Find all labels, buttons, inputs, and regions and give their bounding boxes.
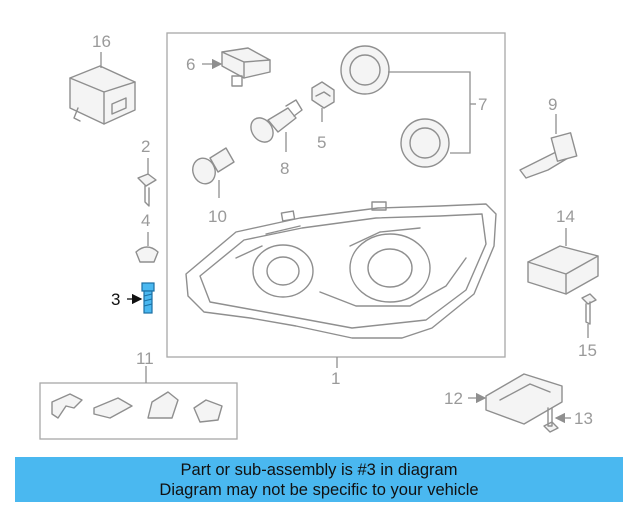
- svg-text:6: 6: [186, 55, 195, 74]
- callout-3[interactable]: 3: [111, 290, 143, 309]
- svg-text:1: 1: [331, 369, 340, 388]
- part-16-control-module[interactable]: 16: [69, 32, 136, 125]
- svg-text:10: 10: [208, 207, 227, 226]
- part-8-bulb[interactable]: 8: [246, 99, 303, 178]
- callout-1[interactable]: 1: [331, 357, 340, 388]
- svg-text:16: 16: [92, 32, 111, 51]
- callout-11[interactable]: 11: [136, 349, 154, 368]
- svg-text:14: 14: [556, 207, 575, 226]
- svg-text:8: 8: [280, 159, 289, 178]
- svg-text:13: 13: [574, 409, 593, 428]
- svg-text:2: 2: [141, 137, 150, 156]
- part-6-bulb-socket[interactable]: 6: [186, 47, 271, 87]
- part-13-screw[interactable]: 13: [543, 407, 593, 433]
- part-7-seal-cap-lower[interactable]: [400, 118, 450, 168]
- svg-text:11: 11: [136, 349, 154, 368]
- callout-7[interactable]: 7: [388, 71, 487, 154]
- part-15-screw[interactable]: 15: [578, 293, 597, 360]
- headlamp-assembly-frame: [166, 32, 506, 358]
- info-banner: Part or sub-assembly is #3 in diagram Di…: [15, 457, 623, 502]
- part-12-bracket-plate[interactable]: 12: [444, 373, 563, 425]
- part-2-screw[interactable]: 2: [137, 137, 157, 207]
- banner-line-2: Diagram may not be specific to your vehi…: [159, 481, 479, 499]
- part-7-seal-cap-upper[interactable]: [340, 45, 390, 95]
- svg-text:15: 15: [578, 341, 597, 360]
- banner-line-1: Part or sub-assembly is #3 in diagram: [180, 461, 458, 479]
- part-11-bracket-kit[interactable]: [39, 366, 238, 440]
- part-5-retaining-clip[interactable]: 5: [311, 81, 335, 152]
- svg-text:12: 12: [444, 389, 463, 408]
- svg-text:4: 4: [141, 211, 150, 230]
- part-10-bulb[interactable]: 10: [189, 147, 235, 226]
- svg-text:5: 5: [317, 133, 326, 152]
- part-4-cap[interactable]: 4: [135, 211, 159, 263]
- svg-text:9: 9: [548, 95, 557, 114]
- part-3-bolt[interactable]: [141, 282, 155, 314]
- headlamp-housing[interactable]: [185, 201, 497, 339]
- svg-text:7: 7: [478, 95, 487, 114]
- svg-text:3: 3: [111, 290, 120, 309]
- part-14-ballast-module[interactable]: 14: [527, 207, 599, 295]
- part-9-xenon-bulb[interactable]: 9: [519, 95, 578, 179]
